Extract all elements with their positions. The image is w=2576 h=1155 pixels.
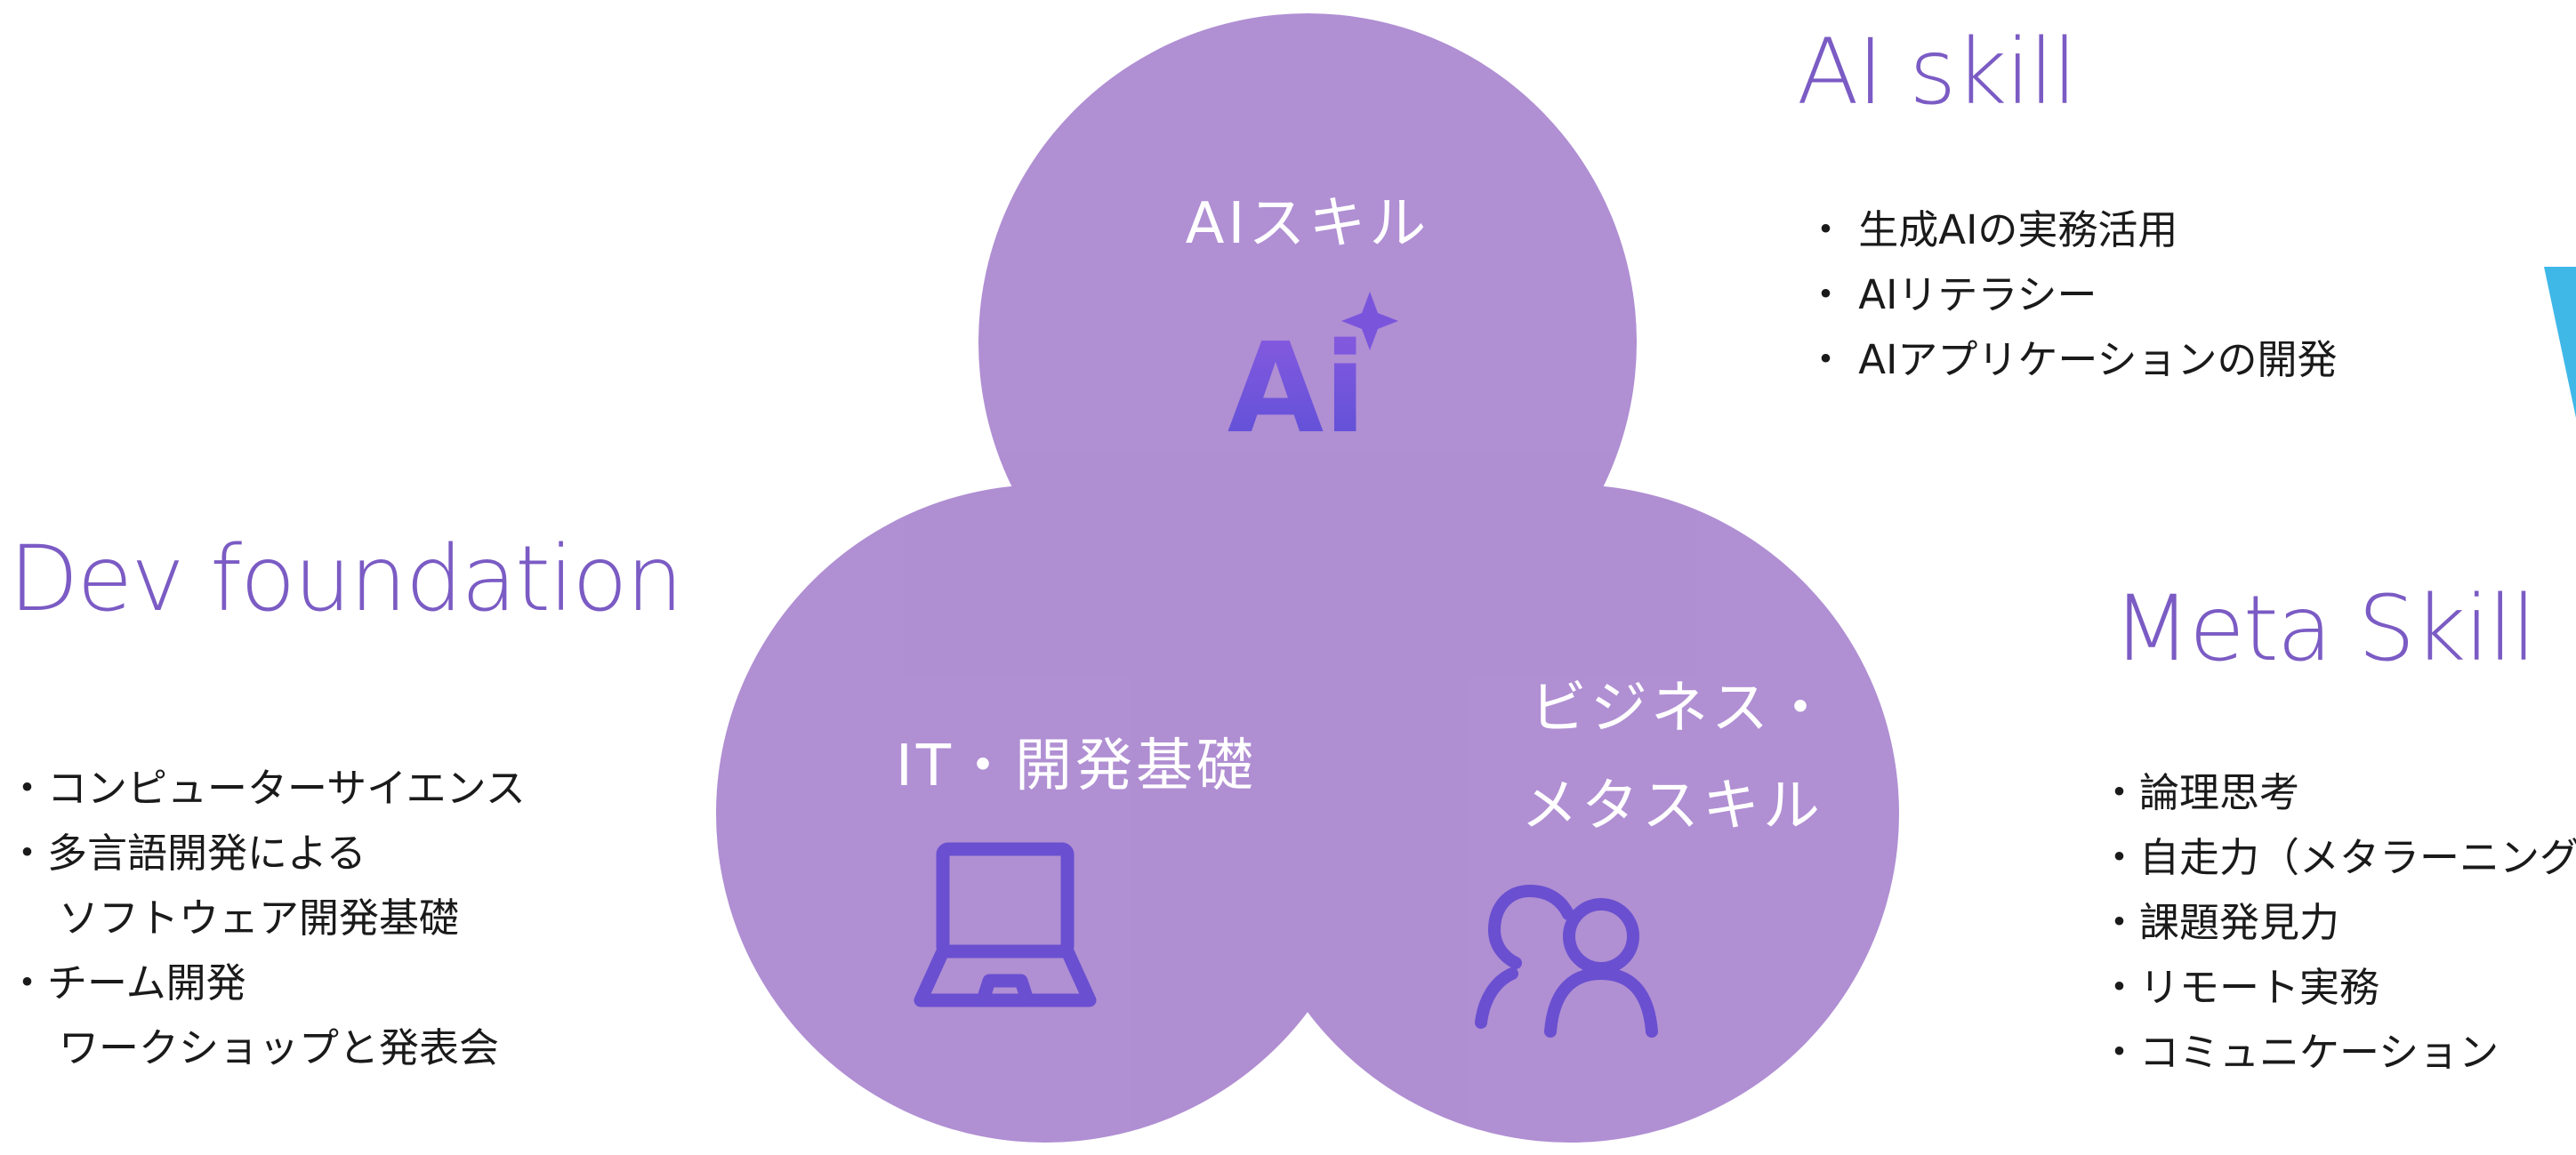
meta-skill-heading: Meta Skill <box>2113 576 2537 682</box>
ai-icon-text: Ai <box>1228 317 1366 461</box>
list-item: ・自走力（メタラーニング） <box>2099 834 2576 881</box>
list-item: ・課題発見力 <box>2099 899 2340 946</box>
meta-skill-bullets: ・論理思考 ・自走力（メタラーニング） ・課題発見力 ・リモート実務 ・コミュニ… <box>2099 760 2576 1085</box>
list-item: ・リモート実務 <box>2099 964 2380 1011</box>
ai-skill-heading: AI skill <box>1797 20 2078 125</box>
meta-skill-circle-label-line2: メタスキル <box>1521 774 1823 839</box>
sparkle-icon <box>1341 292 1398 350</box>
dev-foundation-bullets: ・コンピューターサイエンス ・多言語開発による ソフトウェア開発基礎 ・チーム開… <box>7 756 526 1080</box>
ai-sparkle-icon: Ai <box>1228 292 1398 461</box>
dev-foundation-circle <box>716 485 1374 1143</box>
ai-skill-circle-label: AIスキル <box>1185 191 1430 257</box>
people-icon <box>1475 884 1658 1038</box>
list-item: ・コンピューターサイエンス <box>7 765 526 812</box>
list-item: ・ 生成AIの実務活用 <box>1806 206 2178 253</box>
laptop-icon <box>914 842 1097 1007</box>
list-item: ・多言語開発による <box>7 830 366 877</box>
list-item: ・論理思考 <box>2099 769 2300 816</box>
list-item: ワークショップと発表会 <box>59 1024 500 1071</box>
meta-skill-circle-label-line1: ビジネス・ <box>1530 676 1832 742</box>
list-item: ・コミュニケーション <box>2099 1029 2500 1076</box>
ai-skill-bullets: ・ 生成AIの実務活用 ・ AIリテラシー ・ AIアプリケーションの開発 <box>1806 197 2337 392</box>
meta-skill-circle <box>1241 485 1899 1143</box>
dev-foundation-heading: Dev foundation <box>9 526 683 632</box>
list-item: ・ AIリテラシー <box>1806 271 2097 318</box>
list-item: ・チーム開発 <box>7 959 246 1007</box>
dev-foundation-circle-label: IT・開発基礎 <box>896 734 1257 799</box>
accent-shape <box>2544 267 2576 418</box>
list-item: ・ AIアプリケーションの開発 <box>1806 336 2338 383</box>
list-item: ソフトウェア開発基礎 <box>59 894 460 942</box>
